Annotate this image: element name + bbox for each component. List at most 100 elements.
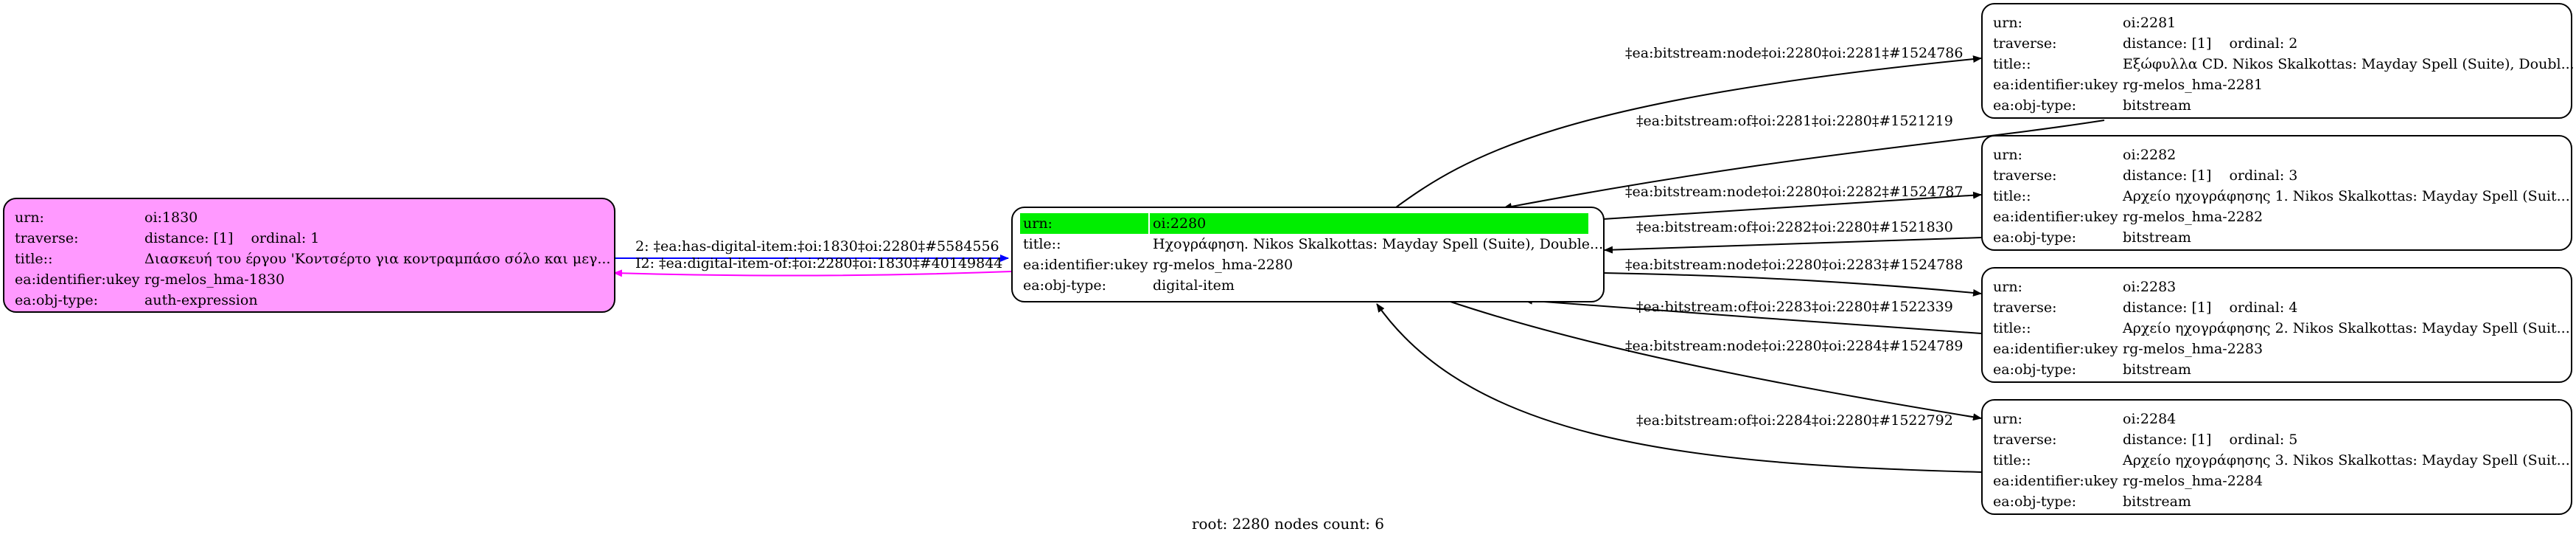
node-field-obj-type: ea:obj-type: digital-item	[1023, 275, 1603, 296]
edge-bitstream-of-2281	[1503, 120, 2105, 210]
field-label: title::	[1993, 188, 2031, 204]
field-label: ea:obj-type:	[15, 292, 99, 308]
graph-footer: root: 2280 nodes count: 6	[1191, 515, 1385, 533]
node-field-ukey: ea:identifier:ukey rg-melos_hma-2281	[1993, 75, 2571, 95]
title-value: Διασκευή του έργου 'Κοντσέρτο για κοντρα…	[144, 251, 611, 267]
edge-label-has-digital-item: 2: ‡ea:has-digital-item:‡oi:1830‡oi:2280…	[635, 238, 999, 255]
field-label: ea:identifier:ukey	[1993, 77, 2118, 93]
node-field-title: title::Εξώφυλλα CD. Nikos Skalkottas: Ma…	[1993, 54, 2575, 75]
field-label: ea:obj-type:	[1993, 361, 2077, 378]
node-field-obj-type: ea:obj-type: bitstream	[1993, 227, 2571, 248]
node-field-urn: urn:oi:2283	[1993, 277, 2571, 297]
distance-value: distance: [1]	[2123, 167, 2212, 184]
field-label: urn:	[1993, 279, 2022, 295]
obj-type-value: auth-expression	[144, 292, 258, 308]
edge-label-digital-item-of: I2: ‡ea:digital-item-of:‡oi:2280‡oi:1830…	[635, 255, 1002, 271]
edge-label-bitstream-node-2283: ‡ea:bitstream:node‡oi:2280‡oi:2283‡#1524…	[1625, 257, 1963, 273]
edge-label-bitstream-of-2283: ‡ea:bitstream:of‡oi:2283‡oi:2280‡#152233…	[1636, 299, 1953, 315]
node-field-urn: urn:oi:2282	[1993, 145, 2571, 165]
field-label: title::	[1993, 320, 2031, 336]
title-value: Αρχείο ηχογράφησης 1. Nikos Skalkottas: …	[2123, 188, 2570, 204]
ordinal-value: ordinal: 2	[2229, 35, 2298, 52]
node-field-traverse: traverse: distance: [1] ordinal: 2	[1993, 33, 2571, 54]
distance-value: distance: [1]	[2123, 300, 2212, 316]
ukey-value: rg-melos_hma-2283	[2123, 341, 2263, 357]
traverse-value: distance: [1] ordinal: 4	[2123, 297, 2297, 318]
distance-value: distance: [1]	[2123, 35, 2212, 52]
node-field-traverse: traverse: distance: [1]ordinal: 5	[1993, 429, 2571, 450]
field-label: traverse:	[1993, 300, 2057, 316]
field-label: ea:obj-type:	[1023, 277, 1107, 294]
edge-bitstream-node-2282	[1602, 191, 1982, 220]
field-label: traverse:	[1993, 432, 2057, 448]
edge-bitstream-of-2282	[1604, 237, 1982, 254]
obj-type-value: bitstream	[2123, 494, 2191, 510]
edge-label-bitstream-node-2284: ‡ea:bitstream:node‡oi:2280‡oi:2284‡#1524…	[1625, 338, 1963, 354]
ukey-value: rg-melos_hma-2284	[2123, 473, 2263, 489]
urn-value: oi:2280	[1153, 215, 1207, 232]
node-oi-2283[interactable]: urn:oi:2283 traverse: distance: [1] ordina…	[1981, 267, 2572, 383]
node-field-obj-type: ea:obj-type: auth-expression	[15, 290, 614, 311]
edge-bitstream-of-2283	[1523, 297, 1982, 334]
traverse-value: distance: [1]ordinal: 3	[2123, 165, 2297, 186]
node-field-ukey: ea:identifier:ukey rg-melos_hma-2283	[1993, 339, 2571, 359]
field-label: ea:identifier:ukey	[1993, 473, 2118, 489]
node-field-urn: urn:oi:2284	[1993, 409, 2571, 429]
node-oi-2281[interactable]: urn: oi:2281 traverse: distance: [1] ordina…	[1981, 3, 2575, 119]
field-label: ea:obj-type:	[1993, 229, 2077, 246]
node-field-traverse: traverse: distance: [1] ordinal: 1	[15, 228, 614, 249]
node-field-obj-type: ea:obj-type:bitstream	[1993, 491, 2571, 512]
obj-type-value: bitstream	[2123, 97, 2191, 114]
node-oi-2284[interactable]: urn:oi:2284 traverse: distance: [1]ordina…	[1981, 399, 2572, 515]
field-label: traverse:	[1993, 167, 2057, 184]
ukey-value: rg-melos_hma-2281	[2123, 77, 2263, 93]
ordinal-value: ordinal: 4	[2229, 300, 2298, 316]
urn-value: oi:2284	[2123, 411, 2177, 427]
edge-label-bitstream-of-2282: ‡ea:bitstream:of‡oi:2282‡oi:2280‡#152183…	[1636, 219, 1953, 235]
title-value: Εξώφυλλα CD. Nikos Skalkottas: Mayday Sp…	[2123, 56, 2575, 72]
field-label: urn:	[1993, 147, 2022, 163]
traverse-value: distance: [1] ordinal: 1	[144, 228, 319, 249]
edge-label-bitstream-node-2282: ‡ea:bitstream:node‡oi:2280‡oi:2282‡#1524…	[1625, 184, 1963, 200]
node-field-title: title::Αρχείο ηχογράφησης 1. Nikos Skalk…	[1993, 186, 2571, 207]
node-field-obj-type: ea:obj-type:bitstream	[1993, 95, 2571, 116]
field-label: urn:	[15, 210, 44, 226]
title-value: Ηχογράφηση. Nikos Skalkottas: Mayday Spe…	[1153, 236, 1604, 252]
obj-type-value: digital-item	[1153, 277, 1235, 294]
node-oi-1830[interactable]: urn:oi:1830 traverse: distance: [1] ordina…	[3, 198, 615, 313]
traverse-value: distance: [1]ordinal: 5	[2123, 429, 2297, 450]
node-field-urn: urn:oi:1830	[15, 207, 614, 228]
node-field-title: title::Διασκευή του έργου 'Κοντσέρτο για…	[15, 249, 614, 269]
node-field-urn: urn: oi:2281	[1993, 13, 2571, 33]
node-field-title: title::Ηχογράφηση. Nikos Skalkottas: May…	[1023, 234, 1603, 255]
field-label: traverse:	[1993, 35, 2057, 52]
edge-bitstream-node-2283	[1602, 272, 1982, 297]
edge-bitstream-of-2284	[1376, 303, 1982, 473]
edge-digital-item-of	[613, 269, 1012, 277]
ordinal-value: ordinal: 1	[251, 230, 320, 246]
edge-bitstream-node-2284	[1448, 300, 1982, 421]
ukey-value: rg-melos_hma-2282	[2123, 209, 2263, 225]
node-field-obj-type: ea:obj-type:bitstream	[1993, 359, 2571, 380]
obj-type-value: bitstream	[2123, 229, 2191, 246]
ordinal-value: ordinal: 5	[2229, 432, 2298, 448]
distance-value: distance: [1]	[144, 230, 234, 246]
title-value: Αρχείο ηχογράφησης 2. Nikos Skalkottas: …	[2123, 320, 2570, 336]
field-label: urn:	[1023, 215, 1053, 232]
title-value: Αρχείο ηχογράφησης 3. Nikos Skalkottas: …	[2123, 452, 2570, 468]
field-label: title::	[1993, 56, 2031, 72]
node-field-traverse: traverse: distance: [1]ordinal: 3	[1993, 165, 2571, 186]
node-oi-2282[interactable]: urn:oi:2282 traverse: distance: [1]ordina…	[1981, 135, 2572, 251]
field-label: urn:	[1993, 15, 2022, 31]
field-label: title::	[15, 251, 53, 267]
field-label: ea:identifier:ukey	[1993, 341, 2118, 357]
field-label: traverse:	[15, 230, 79, 246]
edge-label-bitstream-node-2281: ‡ea:bitstream:node‡oi:2280‡oi:2281‡#1524…	[1625, 45, 1963, 61]
ukey-value: rg-melos_hma-2280	[1153, 257, 1294, 273]
node-oi-2280[interactable]: urn: oi:2280 title::Ηχογράφηση. Nikos Ska…	[1011, 207, 1605, 302]
urn-value: oi:2281	[2123, 15, 2177, 31]
